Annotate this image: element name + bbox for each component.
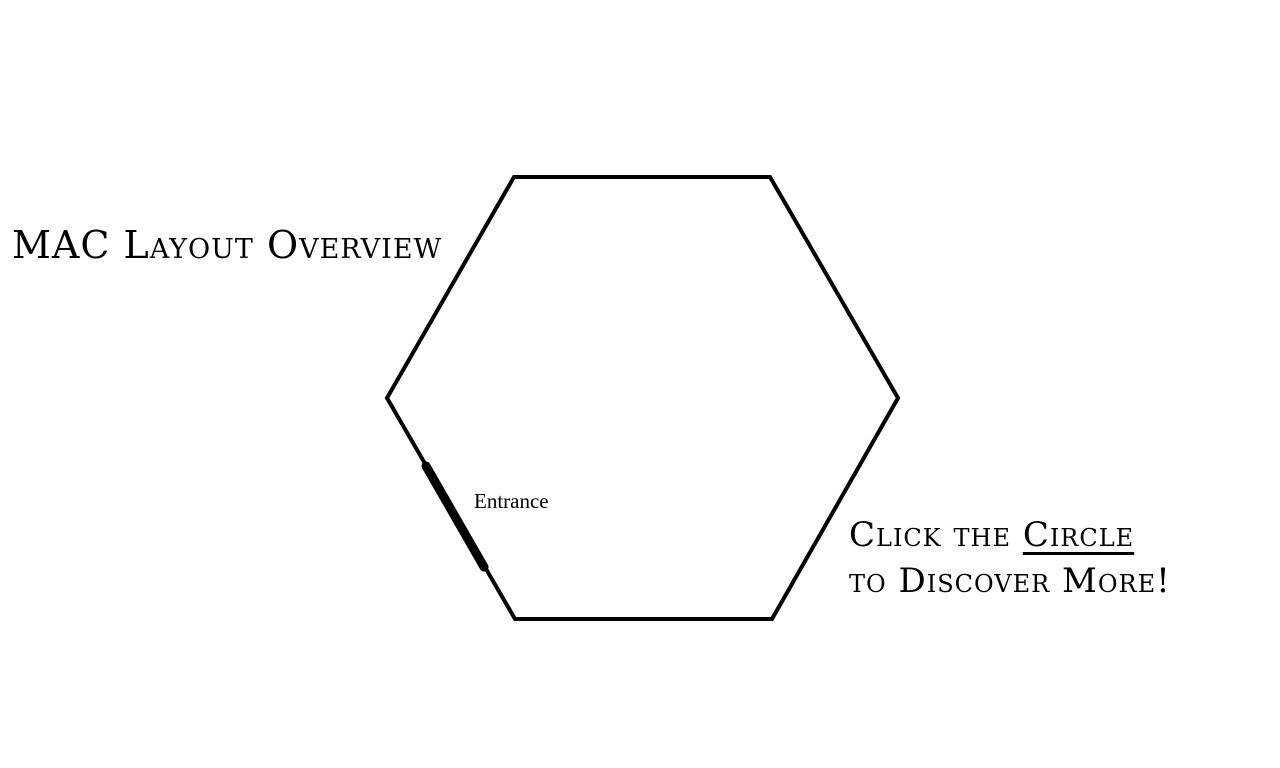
cta-prefix: Click the bbox=[849, 515, 1023, 555]
page-title: MAC Layout Overview bbox=[12, 223, 443, 267]
cta-line-1: Click the Circle bbox=[849, 512, 1171, 558]
entrance-label: Entrance bbox=[474, 489, 549, 513]
entrance-door-marker[interactable] bbox=[421, 461, 489, 572]
circle-link[interactable]: Circle bbox=[1022, 515, 1135, 555]
cta-line-2: to Discover More! bbox=[849, 561, 1171, 601]
discover-more-prompt: Click the Circle to Discover More! bbox=[849, 512, 1171, 604]
hexagon-floor-outline bbox=[384, 175, 901, 621]
